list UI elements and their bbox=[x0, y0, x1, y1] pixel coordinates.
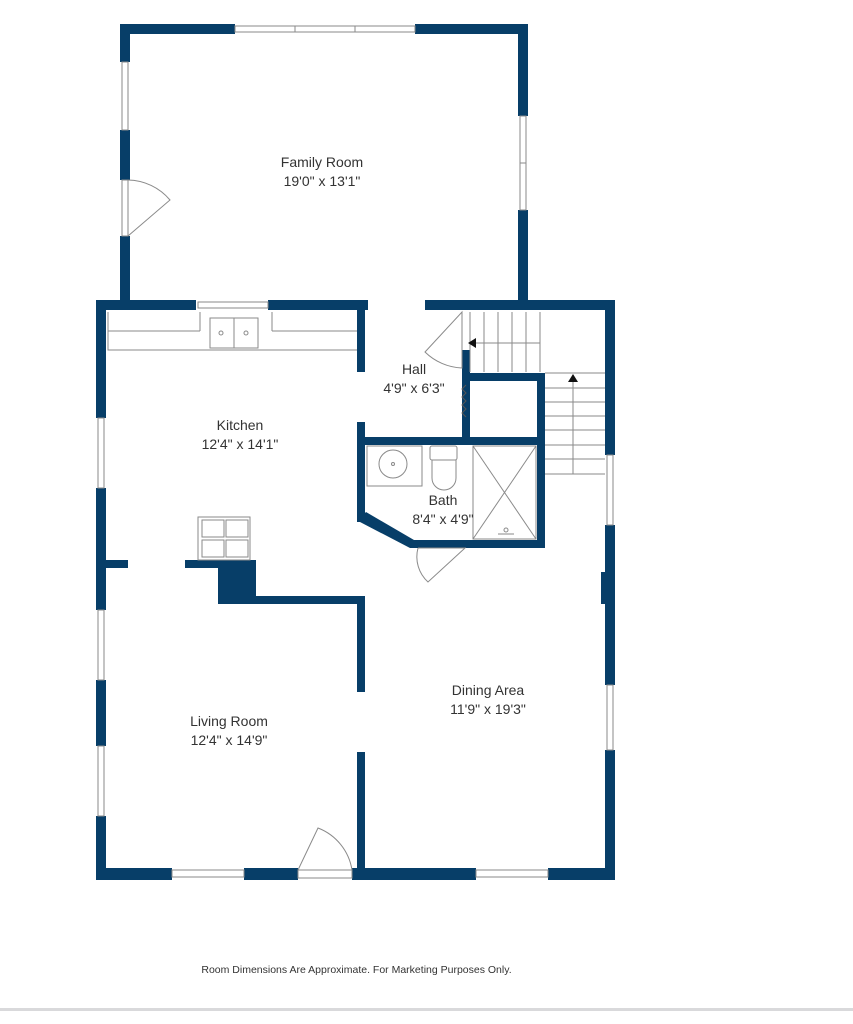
shower-icon bbox=[472, 445, 537, 540]
kitchen-counters bbox=[107, 312, 357, 351]
stairs-arrow-icon bbox=[468, 338, 578, 382]
room-dimensions: 19'0" x 13'1" bbox=[283, 173, 361, 189]
room-label-bath: Bath 8'4" x 4'9" bbox=[412, 491, 473, 529]
room-label-kitchen: Kitchen 12'4" x 14'1" bbox=[202, 416, 279, 454]
room-dimensions: 11'9" x 19'3" bbox=[450, 701, 526, 717]
room-dimensions: 12'4" x 14'1" bbox=[201, 436, 279, 452]
toilet-icon bbox=[429, 445, 458, 491]
room-name: Living Room bbox=[190, 713, 268, 729]
walls bbox=[96, 24, 615, 880]
room-name: Hall bbox=[401, 361, 427, 377]
room-dimensions: 4'9" x 6'3" bbox=[383, 380, 445, 396]
room-label-hall: Hall 4'9" x 6'3" bbox=[383, 360, 444, 398]
room-dimensions: 8'4" x 4'9" bbox=[412, 511, 474, 527]
room-name: Family Room bbox=[280, 154, 364, 170]
range-stove-icon bbox=[197, 516, 251, 561]
windows bbox=[97, 25, 614, 878]
stairs-icon bbox=[469, 312, 605, 475]
closet-door-icon bbox=[461, 384, 467, 418]
room-name: Dining Area bbox=[451, 682, 525, 698]
room-label-living-room: Living Room 12'4" x 14'9" bbox=[190, 712, 268, 750]
door-swing-icon bbox=[121, 179, 467, 879]
room-dimensions: 12'4" x 14'9" bbox=[190, 732, 268, 748]
double-sink-icon bbox=[209, 317, 259, 349]
round-sink-icon bbox=[366, 445, 423, 487]
disclaimer-text: Room Dimensions Are Approximate. For Mar… bbox=[201, 964, 512, 976]
bottom-divider bbox=[0, 1008, 853, 1011]
room-name: Bath bbox=[428, 492, 458, 508]
room-name: Kitchen bbox=[216, 417, 264, 433]
room-label-family-room: Family Room 19'0" x 13'1" bbox=[281, 153, 363, 191]
room-label-dining-area: Dining Area 11'9" x 19'3" bbox=[450, 681, 526, 719]
